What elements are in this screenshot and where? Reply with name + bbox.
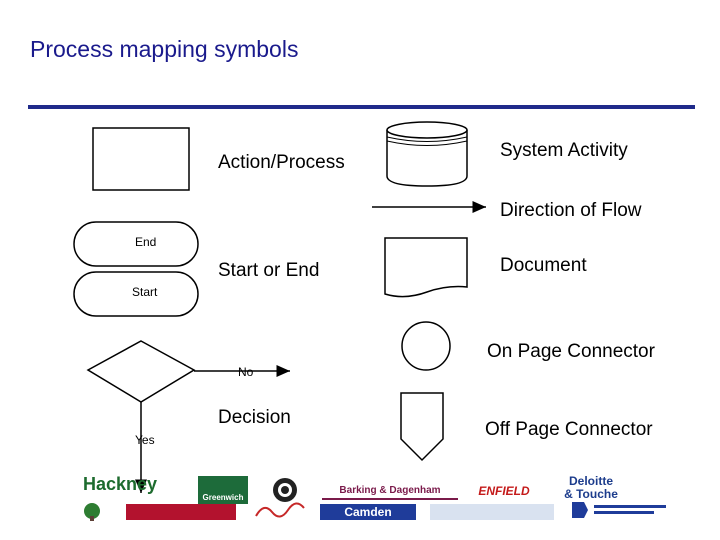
label-direction-of-flow: Direction of Flow	[500, 200, 642, 221]
start-terminator-shape	[73, 271, 199, 317]
greenwich-logo-text: Greenwich	[202, 493, 244, 502]
label-system-activity: System Activity	[500, 140, 628, 161]
deloitte-logo-line2: & Touche	[564, 487, 618, 501]
camden-logo-text: Camden	[344, 505, 392, 519]
system-activity-cylinder-shape	[386, 121, 468, 187]
label-on-page-connector: On Page Connector	[487, 341, 655, 362]
crest-logo	[264, 476, 306, 504]
tree-emblem-icon	[84, 503, 100, 521]
end-terminator-shape	[73, 221, 199, 267]
tree-logo	[70, 502, 114, 522]
enfield-logo-text: ENFIELD	[478, 484, 530, 498]
decision-no-text: No	[238, 365, 254, 379]
borough-logo	[570, 500, 672, 520]
page-title: Process mapping symbols	[30, 36, 299, 62]
script-signature-icon	[255, 502, 305, 518]
label-start-or-end: Start or End	[218, 260, 320, 281]
start-terminator-text: Start	[132, 285, 158, 299]
barking-dagenham-logo: Barking & Dagenham	[322, 482, 458, 500]
hackney-logo-text: Hackney	[82, 474, 158, 494]
greenwich-logo: Greenwich	[198, 476, 248, 504]
hackney-logo: Hackney	[58, 474, 182, 494]
label-off-page-connector: Off Page Connector	[485, 419, 653, 440]
enfield-logo: ENFIELD	[474, 480, 534, 502]
crest-emblem-icon	[273, 478, 297, 502]
decision-diamond-shape	[86, 340, 196, 403]
label-action-process: Action/Process	[218, 152, 345, 173]
end-terminator-text: End	[135, 235, 157, 249]
off-page-connector-shape	[400, 392, 444, 462]
label-decision: Decision	[218, 407, 291, 428]
process-rectangle-shape	[92, 127, 190, 191]
deloitte-logo-line1: Deloitte	[568, 474, 613, 488]
borough-emblem-icon	[572, 502, 666, 518]
camden-logo: Camden	[320, 504, 416, 520]
blue-strip-logo	[430, 504, 554, 520]
title-divider	[28, 105, 695, 109]
decision-yes-text: Yes	[135, 433, 155, 447]
script-logo	[252, 500, 308, 522]
red-banner-logo	[126, 504, 236, 520]
barking-dagenham-logo-text: Barking & Dagenham	[339, 484, 441, 496]
document-shape	[384, 237, 468, 298]
on-page-connector-shape	[401, 321, 451, 371]
label-document: Document	[500, 255, 587, 276]
deloitte-touche-logo: Deloitte & Touche	[552, 474, 630, 502]
